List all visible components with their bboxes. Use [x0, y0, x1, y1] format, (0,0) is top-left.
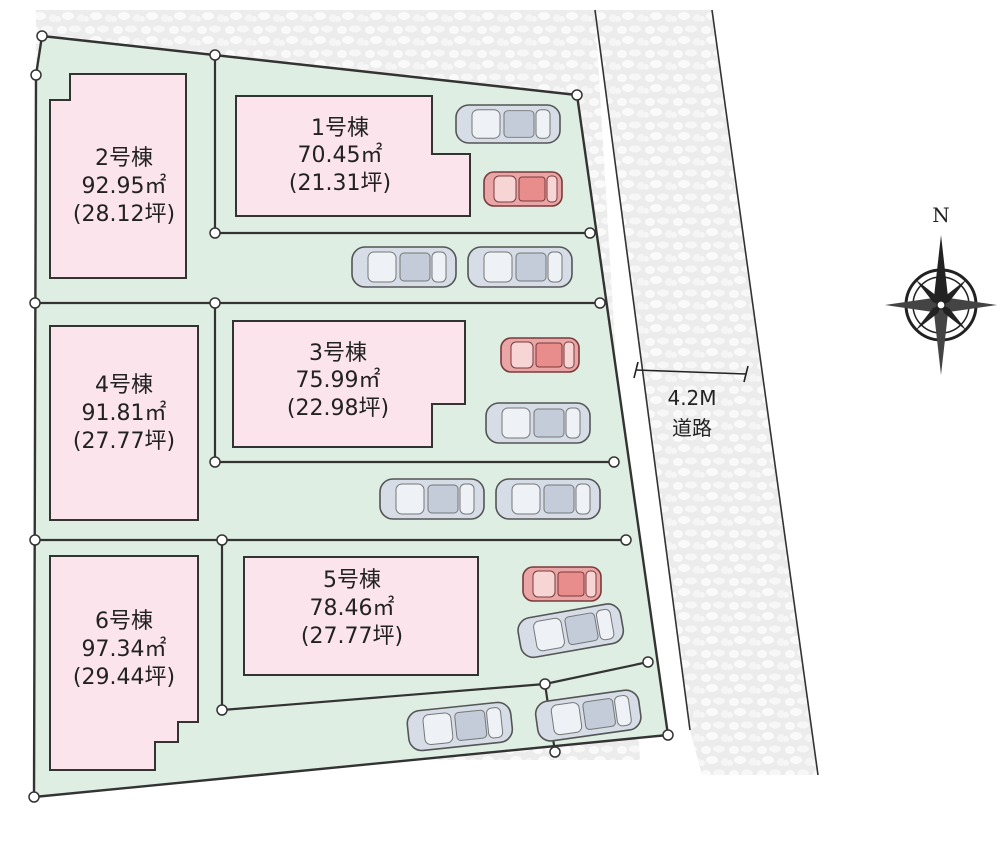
lot-tsubo: (22.98坪) [287, 396, 389, 421]
car-icon [485, 402, 591, 444]
building-3 [232, 320, 466, 448]
lot-name: 6号棟 [95, 609, 153, 634]
building-4 [49, 325, 199, 521]
car-icon [500, 337, 580, 373]
lot-area: 75.99㎡ [296, 367, 381, 393]
building-2 [49, 73, 187, 279]
car-icon [379, 478, 485, 520]
lot-area: 91.81㎡ [82, 400, 167, 426]
lot-label-3: 3号棟 75.99㎡ (22.98坪) [287, 341, 389, 421]
car-icon [495, 478, 601, 520]
road-label: 道路 [672, 416, 712, 440]
car-icon [522, 566, 602, 602]
north-label: N [932, 203, 950, 227]
lot-area: 70.45㎡ [298, 142, 383, 168]
lot-label-1: 1号棟 70.45㎡ (21.31坪) [289, 116, 391, 196]
lot-area: 92.95㎡ [82, 173, 167, 199]
lot-name: 2号棟 [95, 146, 153, 171]
building-6 [49, 555, 199, 771]
lot-label-5: 5号棟 78.46㎡ (27.77坪) [301, 568, 403, 649]
road-area [595, 10, 818, 775]
lot-label-4: 4号棟 91.81㎡ (27.77坪) [73, 373, 175, 454]
car-icon [467, 246, 573, 288]
lot-tsubo: (28.12坪) [73, 202, 175, 227]
lot-label-2: 2号棟 92.95㎡ (28.12坪) [73, 146, 175, 227]
car-icon [351, 246, 457, 288]
lot-tsubo: (21.31坪) [289, 171, 391, 196]
lot-tsubo: (27.77坪) [301, 624, 403, 649]
road-edge-east [711, 9, 819, 776]
compass-rose-icon [885, 235, 997, 375]
lot-area: 97.34㎡ [82, 636, 167, 662]
boundary-markers [28, 30, 674, 803]
lot-name: 5号棟 [323, 568, 381, 593]
car-icon [483, 171, 563, 207]
lot-tsubo: (29.44坪) [73, 665, 175, 690]
building-1 [235, 95, 471, 217]
building-5 [243, 556, 479, 676]
lot-name: 3号棟 [309, 341, 367, 366]
road-width-label: 4.2M [667, 386, 716, 410]
road-width-indicator [633, 361, 749, 383]
lot-name: 1号棟 [311, 116, 369, 141]
lot-tsubo: (27.77坪) [73, 429, 175, 454]
lot-label-6: 6号棟 97.34㎡ (29.44坪) [73, 609, 175, 690]
lot-name: 4号棟 [95, 373, 153, 398]
lot-area: 78.46㎡ [310, 595, 395, 621]
car-icon [455, 104, 561, 144]
